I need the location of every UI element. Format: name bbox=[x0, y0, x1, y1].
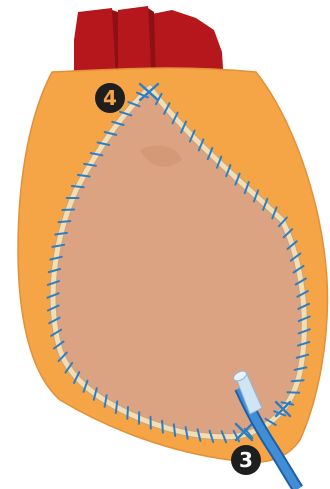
stitch bbox=[127, 407, 128, 419]
stitch bbox=[62, 210, 74, 211]
stitch bbox=[162, 421, 163, 433]
stitch bbox=[116, 401, 117, 413]
stitch bbox=[59, 221, 71, 222]
marker-3-label: 3 bbox=[239, 448, 253, 472]
stitch bbox=[72, 186, 84, 187]
marker-4-label: 4 bbox=[103, 86, 117, 110]
marker-4: 4 bbox=[95, 83, 125, 113]
stitch bbox=[287, 392, 299, 393]
stitch bbox=[174, 424, 175, 436]
stitch bbox=[292, 380, 304, 381]
marker-3: 3 bbox=[231, 445, 261, 475]
vessel-left bbox=[74, 8, 118, 78]
